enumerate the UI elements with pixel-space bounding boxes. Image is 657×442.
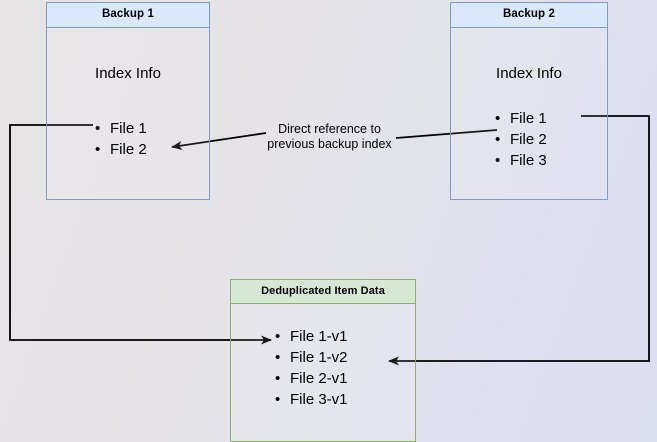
backup-2-header: Backup 2 — [451, 3, 607, 28]
backup-1-box[interactable]: Backup 1 Index Info File 1 File 2 — [46, 2, 210, 200]
deduplicated-item-data-box[interactable]: Deduplicated Item Data File 1-v1 File 1-… — [230, 279, 416, 442]
list-item: File 2-v1 — [275, 368, 348, 389]
backup-1-index-info-label: Index Info — [95, 64, 161, 82]
backup-1-file-list: File 1 File 2 — [95, 118, 147, 160]
list-item: File 2 — [95, 139, 147, 160]
backup-2-body: Index Info File 1 File 2 File 3 — [451, 28, 607, 200]
backup-2-index-info-label: Index Info — [496, 64, 562, 82]
deduplicated-item-data-body: File 1-v1 File 1-v2 File 2-v1 File 3-v1 — [231, 304, 415, 441]
direct-reference-label-line-1: Direct reference to — [278, 122, 381, 136]
list-item: File 3 — [495, 150, 547, 171]
list-item: File 1 — [95, 118, 147, 139]
backup-2-box[interactable]: Backup 2 Index Info File 1 File 2 File 3 — [450, 2, 608, 200]
deduplicated-file-list: File 1-v1 File 1-v2 File 2-v1 File 3-v1 — [275, 326, 348, 410]
backup-2-file-list: File 1 File 2 File 3 — [495, 108, 547, 171]
backup-1-body: Index Info File 1 File 2 — [47, 28, 209, 200]
list-item: File 3-v1 — [275, 389, 348, 410]
backup-1-header: Backup 1 — [47, 3, 209, 28]
direct-reference-edge-label: Direct reference to previous backup inde… — [252, 122, 407, 152]
deduplicated-item-data-header: Deduplicated Item Data — [231, 280, 415, 304]
list-item: File 1 — [495, 108, 547, 129]
direct-reference-label-line-2: previous backup index — [267, 137, 392, 151]
list-item: File 1-v2 — [275, 347, 348, 368]
list-item: File 1-v1 — [275, 326, 348, 347]
list-item: File 2 — [495, 129, 547, 150]
